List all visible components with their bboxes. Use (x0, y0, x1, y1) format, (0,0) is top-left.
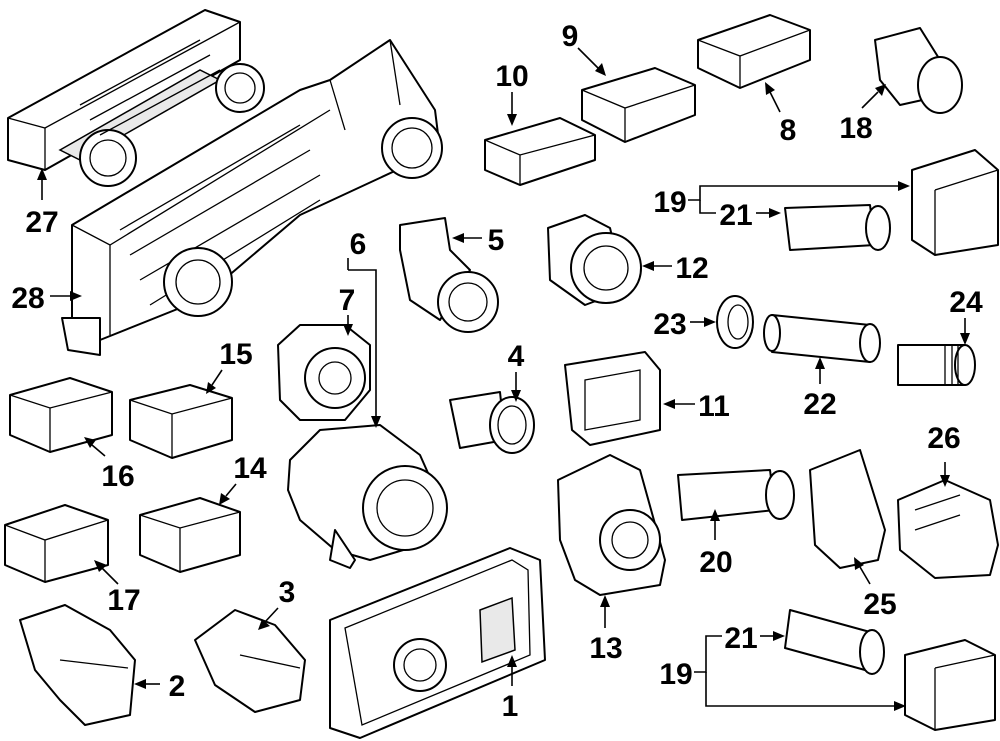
callout-15: 15 (219, 338, 252, 371)
part-16-switch (9, 377, 113, 453)
callout-19-lower: 19 (659, 658, 692, 691)
part-20-socket (677, 469, 795, 521)
callout-6: 6 (350, 228, 367, 261)
part-1-headlamp-panel (329, 547, 546, 739)
part-21-socket-lower (784, 609, 885, 675)
part-23-ring (716, 295, 754, 349)
callout-10: 10 (495, 60, 528, 93)
part-19-bezel-upper (911, 149, 999, 256)
callout-27: 27 (25, 206, 58, 239)
callout-9: 9 (562, 20, 579, 53)
callout-24: 24 (949, 286, 983, 319)
callout-18: 18 (839, 112, 872, 145)
part-15-switch (129, 384, 233, 459)
callout-21-lower: 21 (724, 622, 757, 655)
callout-8: 8 (780, 114, 797, 147)
callout-labels: 27 28 10 9 8 18 19 21 5 12 6 7 23 22 24 … (11, 20, 983, 723)
part-26-bracket (897, 479, 999, 579)
part-13-rotary-control (557, 454, 666, 596)
part-4-round-button (449, 391, 535, 454)
leader-lines (37, 47, 970, 711)
callout-7: 7 (339, 284, 356, 317)
part-17-switch (4, 504, 109, 583)
part-24-threaded-plug (897, 344, 976, 386)
callout-1: 1 (502, 690, 519, 723)
part-19-bezel-lower (904, 639, 996, 731)
callout-21-upper: 21 (719, 199, 752, 232)
callout-19-upper: 19 (653, 186, 686, 219)
callout-4: 4 (508, 340, 525, 373)
part-22-lighter (763, 314, 881, 363)
part-11-hazard-switch (564, 351, 661, 446)
callout-3: 3 (279, 576, 296, 609)
part-27-climate-panel-upper (7, 9, 265, 187)
callout-11: 11 (698, 390, 730, 423)
part-14-switch (139, 497, 241, 573)
callout-25: 25 (863, 588, 896, 621)
part-9-switch (581, 67, 696, 143)
part-28-control-housing (61, 39, 443, 356)
callout-17: 17 (107, 584, 140, 617)
part-10-switch (484, 117, 596, 186)
part-5-switch-ring (399, 217, 499, 333)
callout-20: 20 (699, 546, 732, 579)
callout-26: 26 (927, 422, 960, 455)
part-2-switch (19, 604, 136, 726)
part-21-socket-upper (784, 204, 891, 251)
part-18-round-switch (874, 27, 963, 114)
callout-12: 12 (675, 252, 708, 285)
callout-28: 28 (11, 282, 44, 315)
callout-16: 16 (101, 460, 134, 493)
part-8-switch (697, 14, 811, 89)
part-25-bracket (809, 449, 886, 569)
callout-5: 5 (488, 224, 505, 257)
callout-13: 13 (589, 632, 622, 665)
callout-22: 22 (803, 388, 836, 421)
part-6-ignition-assembly (287, 424, 448, 569)
callout-2: 2 (169, 670, 186, 703)
callout-23: 23 (653, 308, 686, 341)
part-7-lock-housing (277, 324, 371, 421)
part-3-switch (194, 609, 306, 713)
part-12-rotary-knob (547, 214, 642, 306)
callout-14: 14 (233, 452, 267, 485)
